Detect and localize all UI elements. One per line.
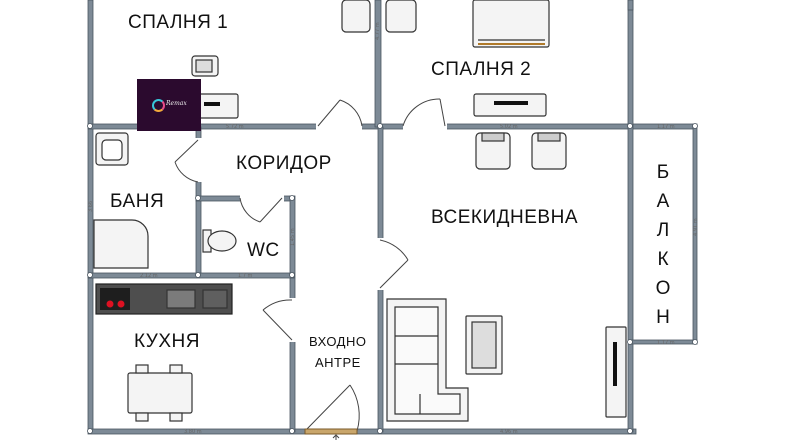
wall-bottom bbox=[87, 428, 637, 435]
door-living-gap bbox=[376, 238, 385, 290]
room-label-bathroom: БАНЯ bbox=[110, 191, 165, 212]
dim-wc-right: 1.45 m bbox=[290, 228, 296, 246]
door-living bbox=[379, 239, 409, 289]
bed1-part-right bbox=[385, 0, 417, 33]
doors bbox=[174, 98, 447, 440]
room-label-bedroom1: СПАЛНЯ 1 bbox=[128, 12, 229, 33]
room-label-wc: WC bbox=[247, 240, 280, 261]
door-kitchen bbox=[262, 299, 293, 341]
room-label-entry-1: ВХОДНО bbox=[309, 334, 367, 349]
door-bedroom1 bbox=[317, 99, 363, 127]
door-bath bbox=[174, 139, 199, 183]
room-label-entry-2: АНТРЕ bbox=[315, 355, 361, 370]
dim-balcony-bottom: 1.17 m bbox=[657, 340, 675, 346]
wall-right bbox=[627, 0, 634, 433]
balcony-letter: К bbox=[657, 249, 669, 270]
door-wc bbox=[239, 197, 283, 223]
room-label-balcony: Б А Л К О Н bbox=[650, 158, 676, 332]
balcony-letter: Б bbox=[656, 162, 670, 183]
door-bedroom1-gap bbox=[316, 122, 362, 131]
dim-wc-bottom-left: 2.12 m bbox=[140, 273, 158, 279]
bed2 bbox=[472, 0, 550, 48]
room-label-corridor: КОРИДОР bbox=[236, 153, 332, 174]
balcony-letter: Н bbox=[656, 307, 670, 328]
balcony-letter: О bbox=[655, 278, 671, 299]
wall-kitchen-top bbox=[87, 272, 295, 279]
room-label-kitchen: КУХНЯ bbox=[134, 331, 200, 352]
dim-top-left: 5.72 m bbox=[226, 124, 244, 130]
dim-bath-left: 3.66 bbox=[88, 201, 94, 212]
door-kitchen-gap bbox=[288, 298, 297, 342]
wall-bedroom-divider bbox=[374, 0, 382, 128]
wall-top-right bbox=[627, 0, 634, 11]
furniture bbox=[93, 0, 627, 422]
room-label-bedroom2: СПАЛНЯ 2 bbox=[431, 59, 532, 80]
dim-bedroom-divider: 4.77 m bbox=[375, 22, 381, 40]
balcony-letter: А bbox=[656, 191, 670, 212]
door-entry bbox=[304, 384, 360, 432]
logo-mark-icon bbox=[152, 99, 165, 112]
wall-left-outer bbox=[87, 0, 94, 433]
dim-bottom-left: 3.80 m bbox=[184, 429, 202, 435]
door-bedroom2-gap bbox=[403, 122, 447, 131]
dimension-labels: 5.72 m 5.02 m 1.17 m 2.12 m 1.7 m 1.17 m… bbox=[88, 22, 699, 435]
dim-top-mid: 5.02 m bbox=[500, 124, 518, 130]
door-wc-gap bbox=[240, 194, 284, 203]
door-bedroom2 bbox=[402, 98, 446, 127]
dim-wc-bottom-right: 1.7 m bbox=[238, 273, 253, 279]
balcony-letter: Л bbox=[656, 220, 670, 241]
remax-logo: Remax bbox=[137, 79, 201, 131]
entry-arrow bbox=[332, 434, 340, 440]
dim-balcony-side: 4.91 m bbox=[693, 218, 699, 236]
room-label-living: ВСЕКИДНЕВНА bbox=[431, 207, 578, 228]
logo-text: Remax bbox=[166, 100, 187, 107]
shower bbox=[93, 219, 149, 269]
door-entry-threshold bbox=[304, 428, 358, 435]
bed1-part-left bbox=[341, 0, 371, 33]
dim-top-right: 1.17 m bbox=[657, 124, 675, 130]
dim-bottom-right: 4.96 m bbox=[500, 429, 518, 435]
dining-table bbox=[127, 372, 193, 414]
door-bath-gap bbox=[194, 138, 203, 182]
